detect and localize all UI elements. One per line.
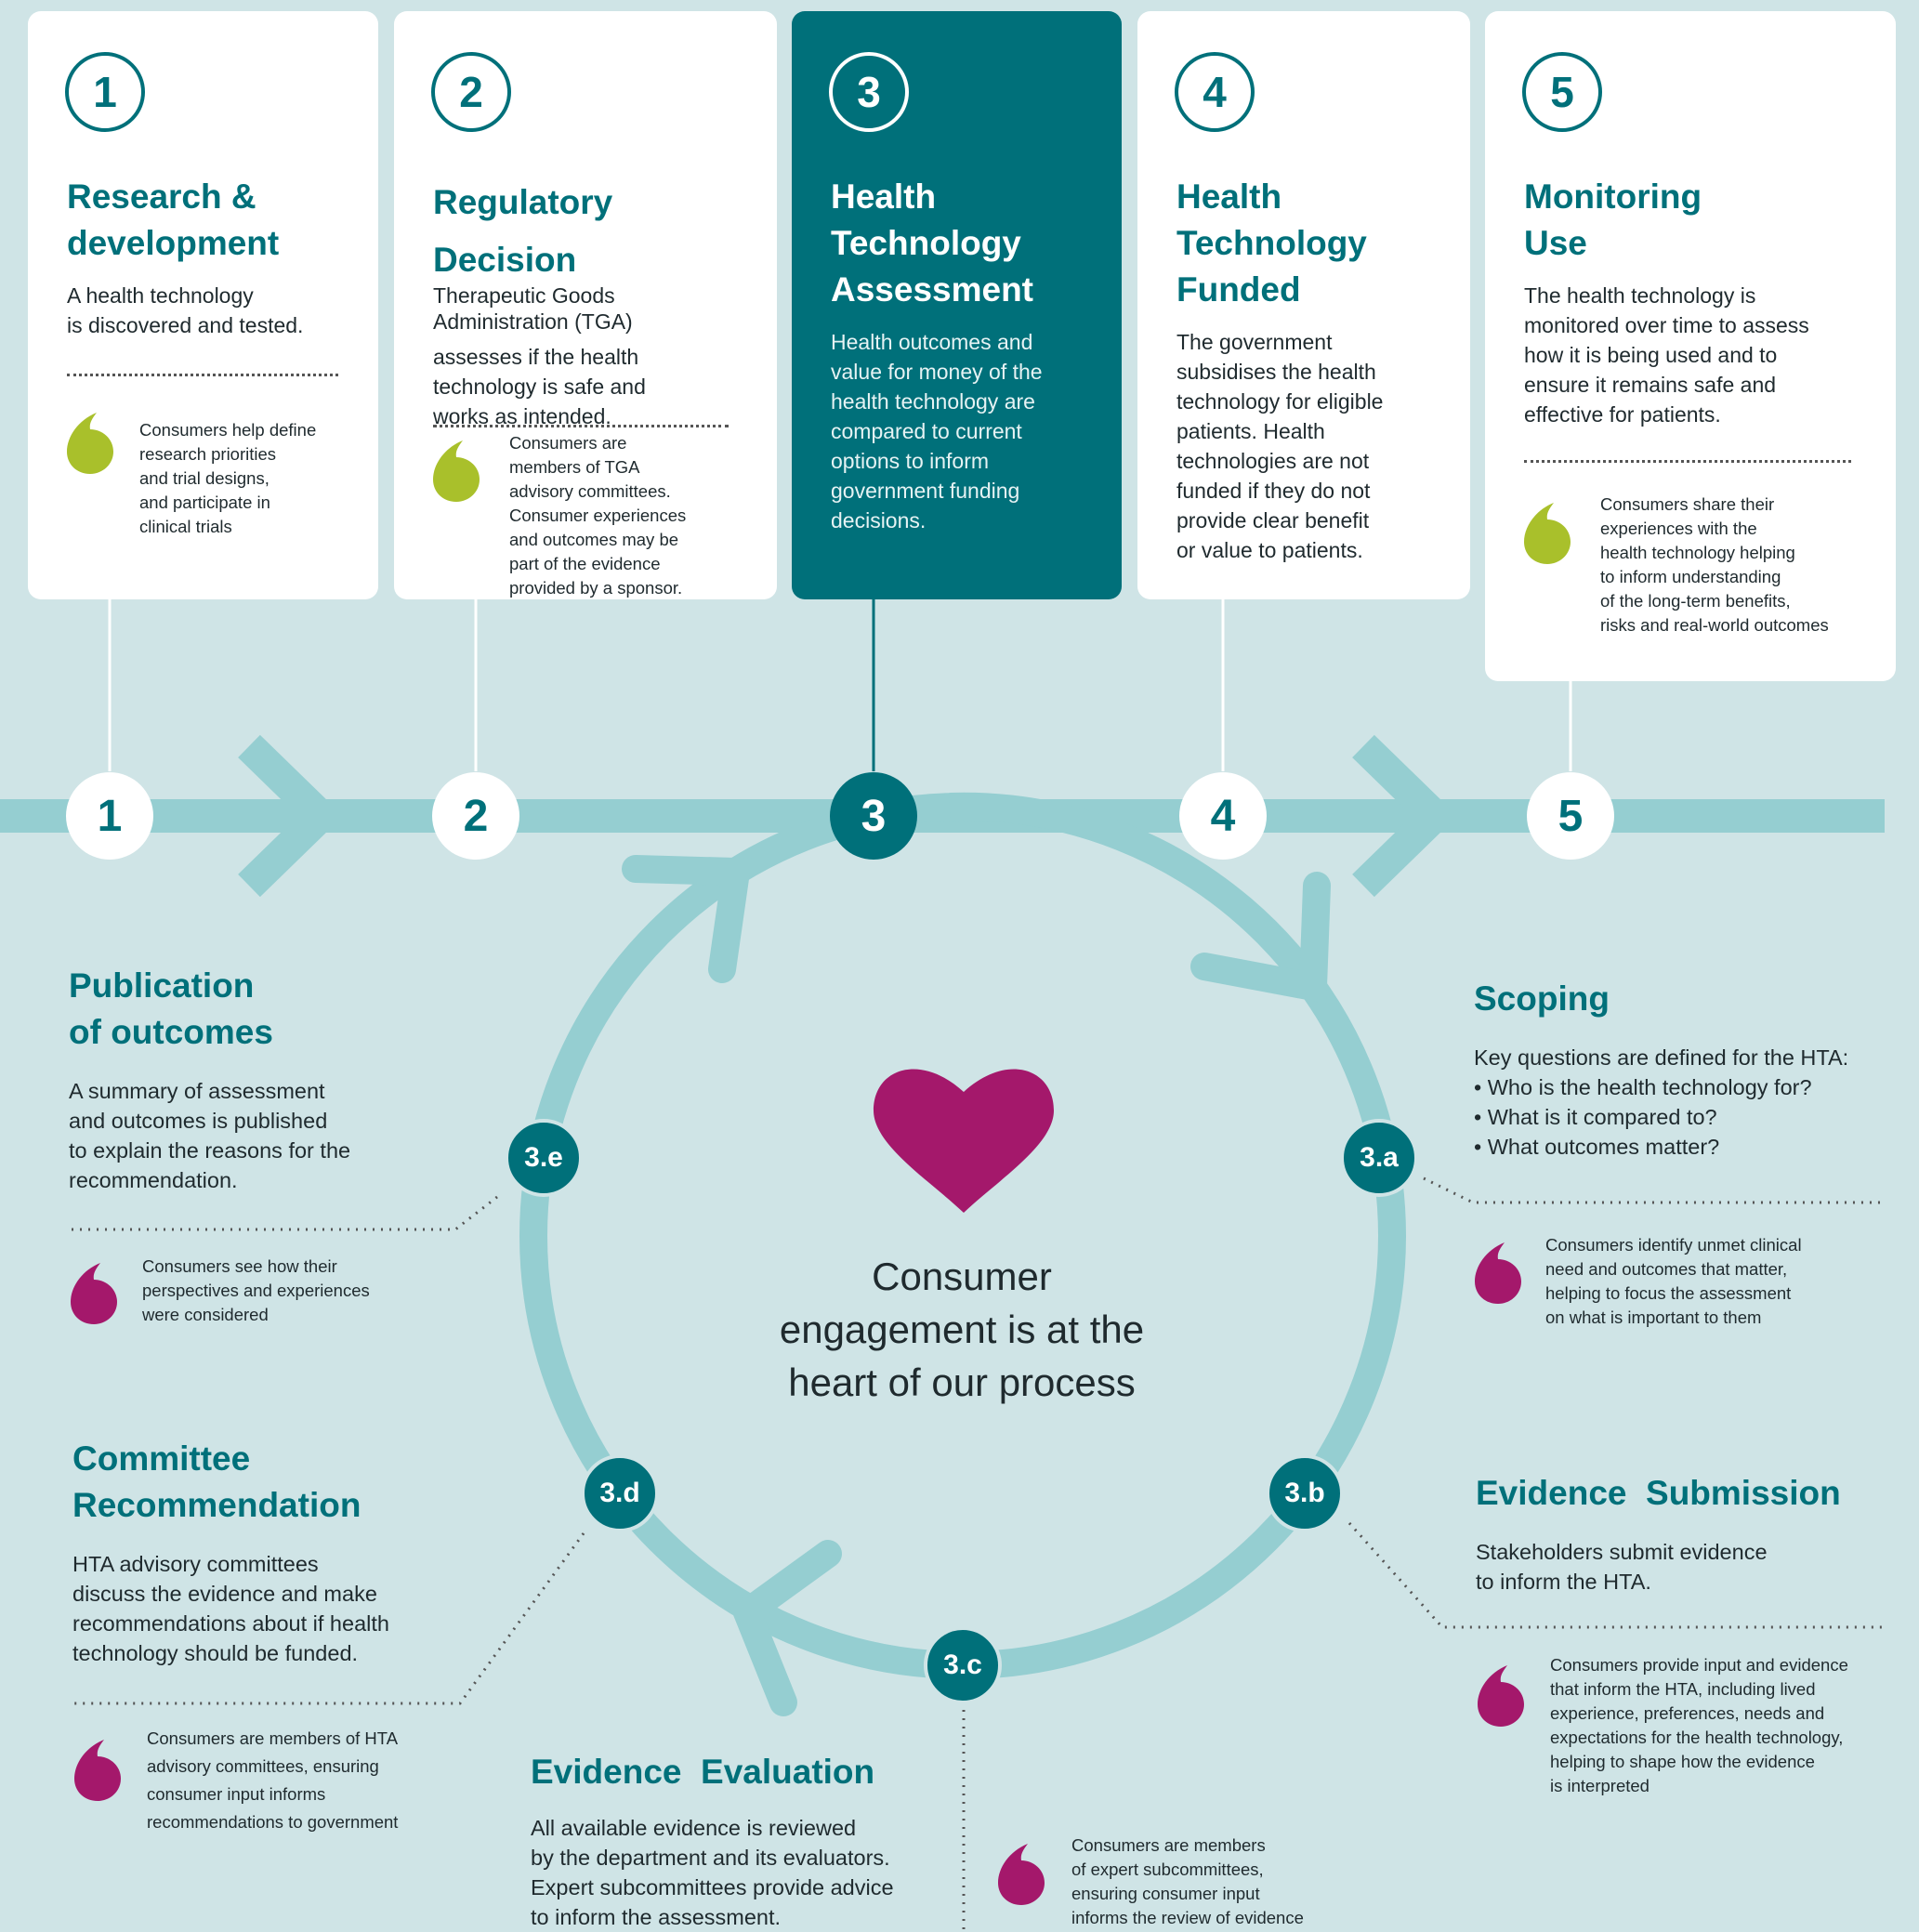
substep-node-3e: 3.e <box>505 1119 583 1197</box>
quote-icon <box>1524 503 1571 564</box>
substep-node-3d: 3.d <box>581 1454 659 1532</box>
stage-title: Health Technology Funded <box>1176 177 1367 309</box>
timeline-chevron-arrow-icon <box>238 734 344 898</box>
stage-number-badge: 4 <box>1175 52 1255 132</box>
substep-title-publication: Publication of outcomes <box>69 966 273 1051</box>
heart-icon <box>874 1069 1054 1213</box>
substep-node-3c: 3.c <box>924 1626 1002 1704</box>
stage-card-regulatory: 2 Regulatory Decision Therapeutic Goods … <box>394 11 777 599</box>
substep-description-scoping: Key questions are defined for the HTA: •… <box>1474 1045 1849 1159</box>
cycle-arrowhead-icon <box>729 1540 842 1716</box>
stage-number-badge: 3 <box>829 52 909 132</box>
consumer-note: Consumers are members of TGA advisory co… <box>509 433 687 598</box>
substep-description-evidence-evaluation: All available evidence is reviewed by th… <box>531 1816 894 1929</box>
stage-description: A health technology is discovered and te… <box>67 283 304 337</box>
consumer-note-scoping: Consumers identify unmet clinical need a… <box>1545 1235 1802 1327</box>
substep-description-committee-recommendation: HTA advisory committees discuss the evid… <box>72 1552 389 1665</box>
stage-card-monitoring: 5 Monitoring Use The health technology i… <box>1485 11 1896 681</box>
quote-icon <box>433 440 480 502</box>
center-message: Consumer engagement is at the heart of o… <box>779 1255 1145 1404</box>
stage-description: Health outcomes and value for money of t… <box>831 330 1043 532</box>
stage-description: The government subsidises the health tec… <box>1176 330 1384 562</box>
stage-description: The health technology is monitored over … <box>1524 283 1809 427</box>
dotted-divider <box>1524 460 1851 463</box>
quote-icon <box>67 413 113 474</box>
stage-card-research: 1 Research & development A health techno… <box>28 11 378 599</box>
stage-number-badge: 5 <box>1522 52 1602 132</box>
stage-title: Research & development <box>67 177 280 262</box>
consumer-note-committee-recommendation: Consumers are members of HTA advisory co… <box>147 1728 399 1832</box>
substep-description-publication: A summary of assessment and outcomes is … <box>69 1079 351 1192</box>
consumer-note-publication: Consumers see how their perspectives and… <box>142 1256 370 1324</box>
substep-description-evidence-submission: Stakeholders submit evidence to inform t… <box>1476 1540 1768 1594</box>
stage-description: Therapeutic Goods Administration (TGA) <box>433 283 633 334</box>
leader-line-3a <box>1423 1176 1885 1204</box>
quote-icon <box>1478 1665 1524 1727</box>
stage-number-badge: 2 <box>431 52 511 132</box>
stage-number-badge: 1 <box>65 52 145 132</box>
substep-title-evidence-evaluation: Evidence Evaluation <box>531 1753 875 1791</box>
leader-line-3e <box>68 1195 498 1231</box>
stage-title: Regulatory Decision <box>433 183 613 279</box>
timeline-node-4: 4 <box>1179 772 1267 860</box>
quote-icon <box>71 1263 117 1324</box>
timeline-node-2: 2 <box>432 772 519 860</box>
stage-title: Monitoring Use <box>1524 177 1702 262</box>
stage-card-hta: 3 Health Technology Assessment Health ou… <box>792 11 1122 599</box>
quote-icon <box>1475 1242 1521 1304</box>
substep-title-committee-recommendation: Committee Recommendation <box>72 1439 361 1524</box>
consumer-note-evidence-submission: Consumers provide input and evidence tha… <box>1550 1655 1848 1795</box>
cycle-arrowhead-icon <box>1190 872 1331 1004</box>
stage-title: Health Technology Assessment <box>831 177 1034 309</box>
timeline-node-1: 1 <box>66 772 153 860</box>
timeline-node-3: 3 <box>830 772 917 860</box>
substep-node-3b: 3.b <box>1266 1454 1344 1532</box>
timeline-node-5: 5 <box>1527 772 1614 860</box>
cycle-arrowhead-icon <box>622 855 753 983</box>
timeline-chevron-arrow-icon <box>1352 734 1458 898</box>
dotted-divider <box>433 425 729 427</box>
stage-description-continued: assesses if the health technology is saf… <box>433 345 646 428</box>
stage-card-funded: 4 Health Technology Funded The governmen… <box>1137 11 1470 599</box>
substep-title-evidence-submission: Evidence Submission <box>1476 1474 1841 1512</box>
quote-icon <box>74 1740 121 1801</box>
substep-node-3a: 3.a <box>1340 1119 1418 1197</box>
consumer-note: Consumers help define research prioritie… <box>139 420 317 536</box>
consumer-note-evidence-evaluation: Consumers are members of expert subcommi… <box>1071 1835 1304 1927</box>
quote-icon <box>998 1844 1045 1905</box>
dotted-divider <box>67 374 338 376</box>
cycle-entry-arc <box>949 792 1324 993</box>
substep-title-scoping: Scoping <box>1474 979 1610 1018</box>
leader-line-3d <box>72 1532 585 1705</box>
consumer-note: Consumers share their experiences with t… <box>1600 494 1829 635</box>
